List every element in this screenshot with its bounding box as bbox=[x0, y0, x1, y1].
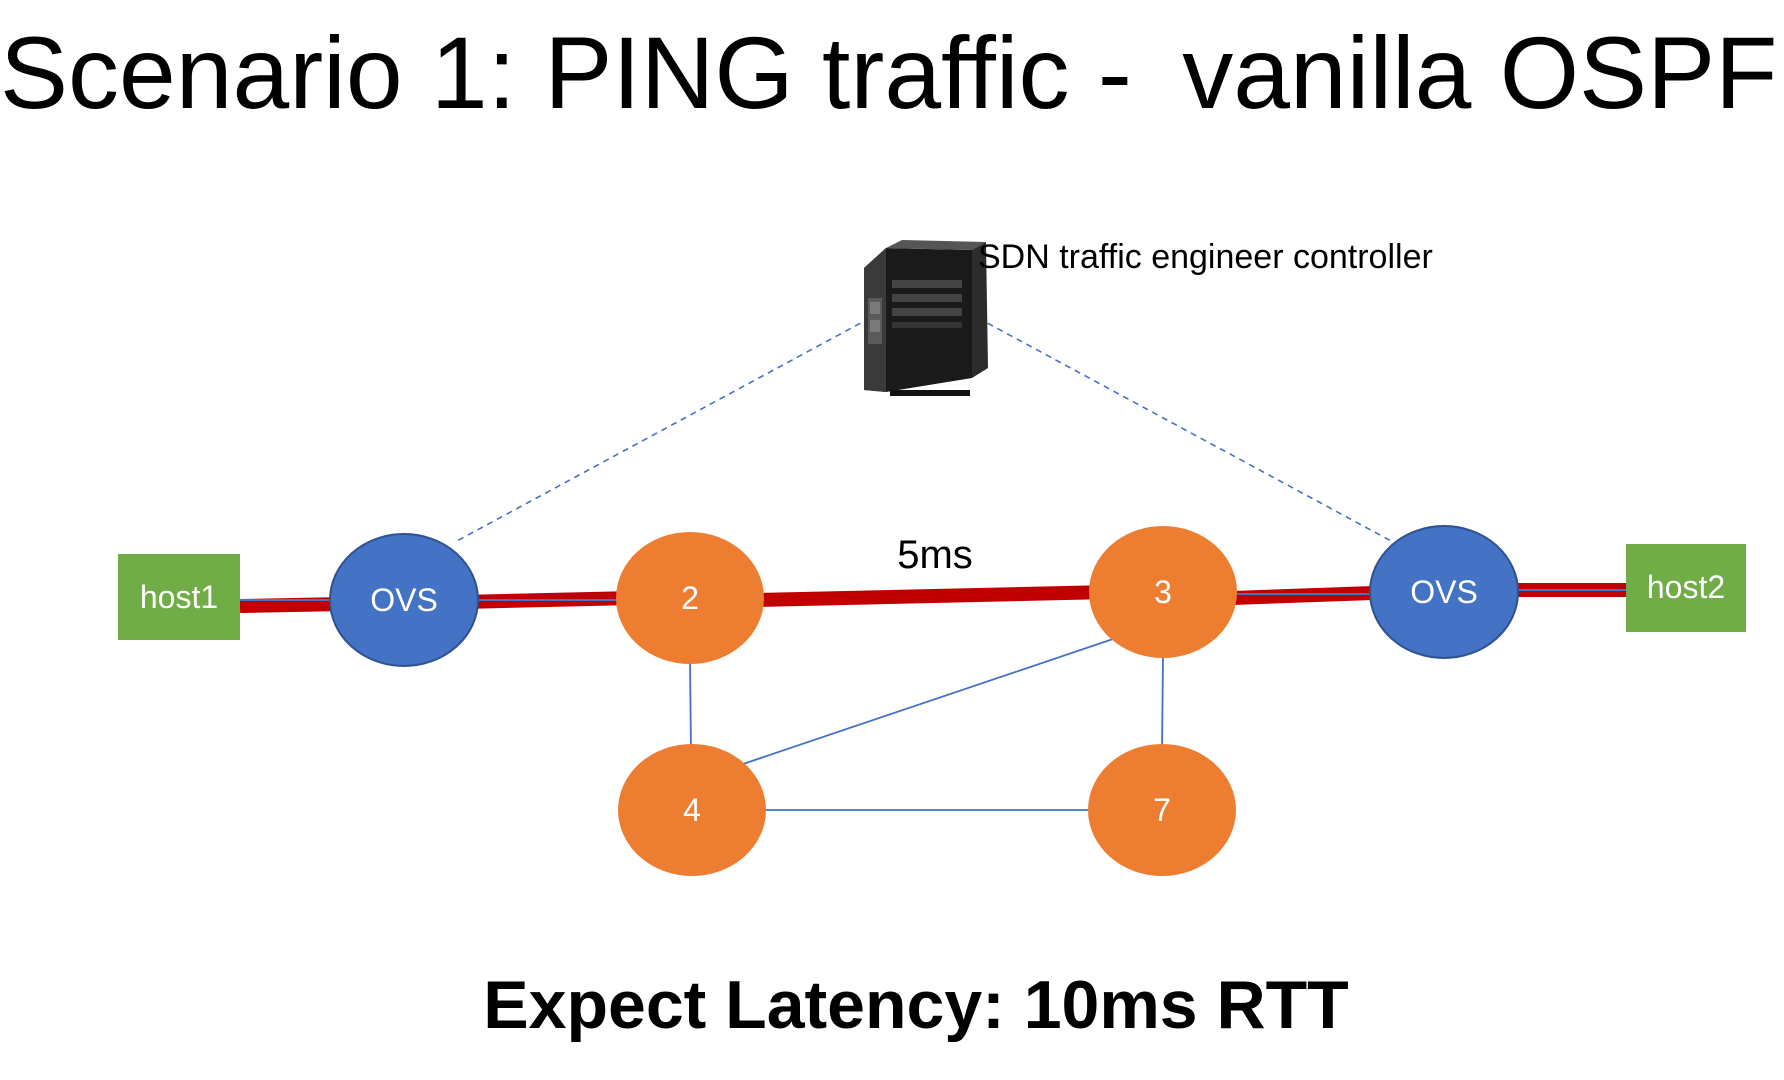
slide-title-prefix: Scenario 1: PING traffic - bbox=[0, 16, 1160, 130]
control-link-right bbox=[977, 317, 1394, 543]
control-link-left bbox=[454, 317, 871, 543]
host1-node: host1 bbox=[118, 554, 240, 640]
slide-title: Scenario 1: PING traffic - vanilla OSPF bbox=[0, 16, 1777, 130]
link-2-4 bbox=[689, 659, 692, 753]
active-path-host1-ovs bbox=[239, 597, 346, 613]
ovs-right-label: OVS bbox=[1410, 574, 1478, 610]
router-7-node: 7 bbox=[1088, 744, 1236, 876]
router-3-node: 3 bbox=[1089, 526, 1237, 658]
router-4-label: 4 bbox=[683, 792, 701, 828]
ovs-right-node: OVS bbox=[1369, 525, 1519, 659]
router-7-label: 7 bbox=[1153, 792, 1171, 828]
router-2-label: 2 bbox=[681, 580, 699, 616]
host2-label: host2 bbox=[1647, 569, 1725, 605]
host1-label: host1 bbox=[140, 579, 218, 615]
ovs-left-label: OVS bbox=[370, 582, 438, 618]
desktop-tower-computer-icon bbox=[864, 240, 988, 396]
link-latency-label: 5ms bbox=[897, 533, 973, 577]
router-4-node: 4 bbox=[618, 744, 766, 876]
link-4-3 bbox=[742, 637, 1117, 765]
router-2-node: 2 bbox=[616, 532, 764, 664]
link-3-7 bbox=[1161, 655, 1164, 753]
active-path-2-3 bbox=[757, 585, 1111, 607]
controller-label: SDN traffic engineer controller bbox=[978, 238, 1433, 276]
host2-node: host2 bbox=[1626, 544, 1746, 632]
slide-title-emphasis: vanilla OSPF bbox=[1182, 16, 1777, 130]
expected-latency-footer: Expect Latency: 10ms RTT bbox=[483, 967, 1348, 1043]
ovs-left-node: OVS bbox=[329, 533, 479, 667]
router-3-label: 3 bbox=[1154, 574, 1172, 610]
